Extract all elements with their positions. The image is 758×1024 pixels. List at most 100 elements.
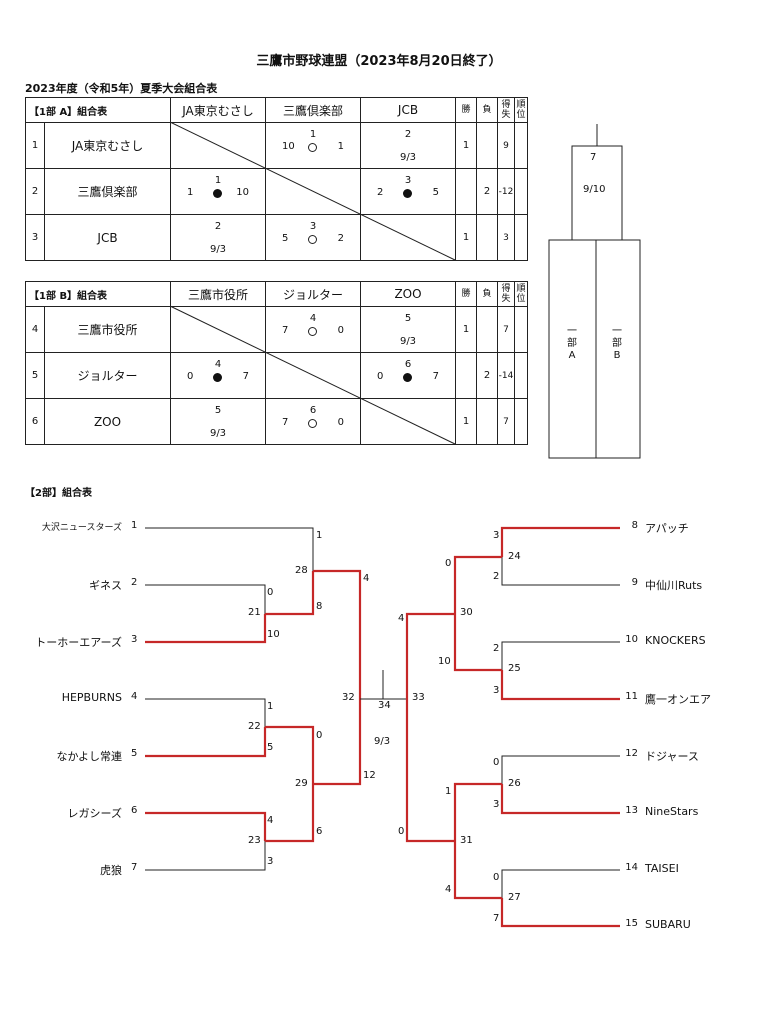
- team-3-line: [145, 614, 267, 644]
- game-31-no: 31: [460, 835, 473, 846]
- game-28-no: 28: [295, 565, 308, 576]
- div1-final-left-label: 一 部 A: [567, 326, 577, 361]
- game-28-winner-line: [313, 569, 362, 699]
- left-team-no: 4: [131, 691, 138, 702]
- col-team-1: JA東京むさし: [170, 97, 266, 123]
- game-27-no: 27: [508, 892, 521, 903]
- right-team-no: 9: [631, 577, 638, 588]
- left-team-name: レガシーズ: [67, 807, 122, 820]
- game-24-winner-line: [453, 555, 502, 614]
- team-15-line: [500, 898, 620, 928]
- game-30-no: 30: [460, 607, 473, 618]
- game-25-top: 2: [493, 643, 500, 654]
- final-game-date: 9/3: [374, 736, 391, 747]
- final-game-no: 34: [378, 700, 391, 711]
- game-22-no: 22: [248, 721, 261, 732]
- game-22-bot: 5: [267, 742, 274, 753]
- left-team-no: 6: [131, 805, 138, 816]
- game-26-no: 26: [508, 778, 521, 789]
- right-team-no: 13: [625, 805, 638, 816]
- team-name: ZOO: [44, 398, 171, 445]
- col-rank: 順位: [514, 97, 528, 123]
- game-28-top: 1: [316, 530, 323, 541]
- game-29-bot: 6: [316, 826, 323, 837]
- game-24-bot: 2: [493, 571, 500, 582]
- page-title: 三鷹市野球連盟（2023年8月20日終了）: [256, 54, 502, 69]
- game-32-bot: 12: [363, 770, 376, 781]
- game-25-no: 25: [508, 663, 521, 674]
- col-team-5: ジョルター: [265, 281, 361, 307]
- team-4-line: [145, 698, 266, 727]
- tournament-subtitle: 2023年度（令和5年）夏季大会組合表: [25, 82, 218, 95]
- div1-final-game-no: 7: [590, 152, 597, 163]
- game-27-bot: 7: [493, 913, 500, 924]
- team-name: 三鷹倶楽部: [44, 168, 171, 215]
- div1-final-date: 9/10: [583, 184, 606, 195]
- right-team-name: SUBARU: [645, 918, 691, 931]
- team-name: JCB: [44, 214, 171, 261]
- team-9-line: [501, 557, 620, 586]
- rank: [514, 398, 528, 445]
- game-27-winner-line: [453, 841, 502, 900]
- right-team-name: TAISEI: [645, 862, 679, 875]
- left-team-name: なかよし常連: [56, 750, 122, 763]
- team-12-line: [501, 755, 620, 784]
- game-32-top: 4: [363, 573, 370, 584]
- game-23-winner-line: [265, 784, 315, 843]
- game-33-no: 33: [412, 692, 425, 703]
- game-32-no: 32: [342, 692, 355, 703]
- game-29-winner-line: [313, 699, 362, 786]
- game-29-top: 0: [316, 730, 323, 741]
- game-31-winner-line: [405, 699, 455, 843]
- left-team-name: 大沢ニュースターズ: [41, 523, 122, 533]
- left-team-no: 2: [131, 577, 138, 588]
- right-team-name: KNOCKERS: [645, 634, 706, 647]
- game-23-bot: 3: [267, 856, 274, 867]
- right-team-name: 中仙川Ruts: [645, 579, 703, 592]
- col-team-6: ZOO: [360, 281, 456, 307]
- group-b-header: 【1部 B】組合表: [25, 281, 171, 307]
- right-team-no: 8: [631, 520, 638, 531]
- game-26-top: 0: [493, 757, 500, 768]
- team-name: ジョルター: [44, 352, 171, 399]
- team-14-line: [501, 869, 620, 898]
- team-6-line: [145, 811, 267, 841]
- right-team-no: 15: [625, 918, 638, 929]
- col-rank: 順位: [514, 281, 528, 307]
- game-25-winner-line: [453, 614, 502, 672]
- game-31-top: 1: [445, 786, 452, 797]
- team-7-line: [145, 841, 266, 871]
- right-team-name: アパッチ: [645, 522, 689, 535]
- team-name: JA東京むさし: [44, 122, 171, 169]
- game-27-top: 0: [493, 872, 500, 883]
- division2-header: 【2部】組合表: [25, 488, 92, 499]
- left-team-name: ギネス: [89, 579, 122, 592]
- game-25-bot: 3: [493, 685, 500, 696]
- game-30-top: 0: [445, 558, 452, 569]
- left-team-no: 7: [131, 862, 138, 873]
- team-11-line: [500, 670, 620, 701]
- game-21-top: 0: [267, 587, 274, 598]
- right-team-no: 10: [625, 634, 638, 645]
- game-26-winner-line: [453, 782, 502, 841]
- right-team-no: 12: [625, 748, 638, 759]
- game-26-bot: 3: [493, 799, 500, 810]
- game-30-winner-line: [405, 612, 455, 699]
- game-29-no: 29: [295, 778, 308, 789]
- game-23-no: 23: [248, 835, 261, 846]
- game-31-bot: 4: [445, 884, 452, 895]
- div1-final-right-label: 一 部 B: [612, 326, 622, 361]
- col-team-3: JCB: [360, 97, 456, 123]
- game-21-no: 21: [248, 607, 261, 618]
- left-team-no: 5: [131, 748, 138, 759]
- game-30-bot: 10: [438, 656, 451, 667]
- team-1-line: [145, 527, 314, 571]
- game-28-bot: 8: [316, 601, 323, 612]
- left-team-name: 虎狼: [100, 864, 122, 877]
- game-23-top: 4: [267, 815, 274, 826]
- right-team-no: 14: [625, 862, 638, 873]
- left-team-name: HEPBURNS: [61, 691, 122, 704]
- game-24-no: 24: [508, 551, 521, 562]
- game-24-top: 3: [493, 530, 500, 541]
